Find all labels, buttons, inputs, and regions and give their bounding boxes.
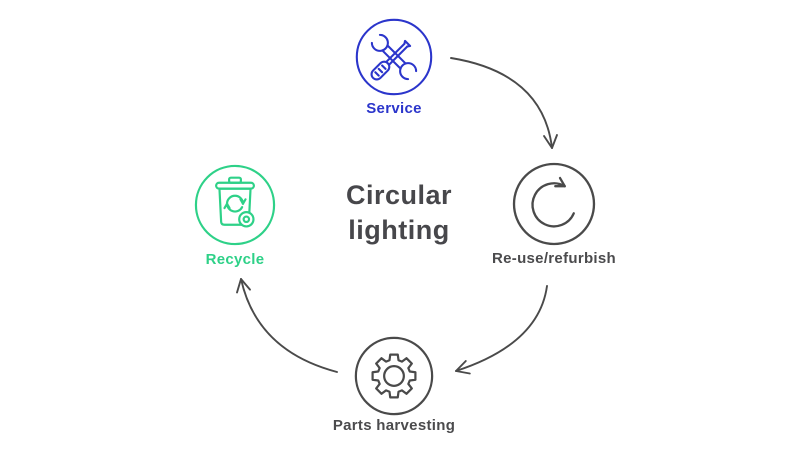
service-label: Service xyxy=(366,100,422,117)
recycle-bin-icon xyxy=(194,164,276,246)
page-title: Circular lighting xyxy=(299,178,499,248)
tools-icon xyxy=(355,18,433,96)
gear-icon xyxy=(354,336,434,416)
parts-harvesting-label: Parts harvesting xyxy=(332,417,456,434)
circular-arrow-icon xyxy=(512,162,596,246)
recycle-label: Recycle xyxy=(205,251,265,268)
arrow-parts-harvesting-to-recycle xyxy=(236,278,338,373)
reuse-refurbish-label: Re-use/refurbish xyxy=(492,250,616,267)
node-parts-harvesting: Parts harvesting xyxy=(333,335,455,434)
node-recycle: Recycle xyxy=(193,163,277,268)
arrow-service-to-reuse xyxy=(450,57,558,149)
node-reuse-refurbish: Re-use/refurbish xyxy=(492,161,616,267)
arrow-reuse-to-parts-harvesting xyxy=(455,285,548,375)
node-service: Service xyxy=(354,17,434,117)
page-title-line-2: lighting xyxy=(348,215,450,245)
page-title-line-1: Circular xyxy=(345,180,453,210)
